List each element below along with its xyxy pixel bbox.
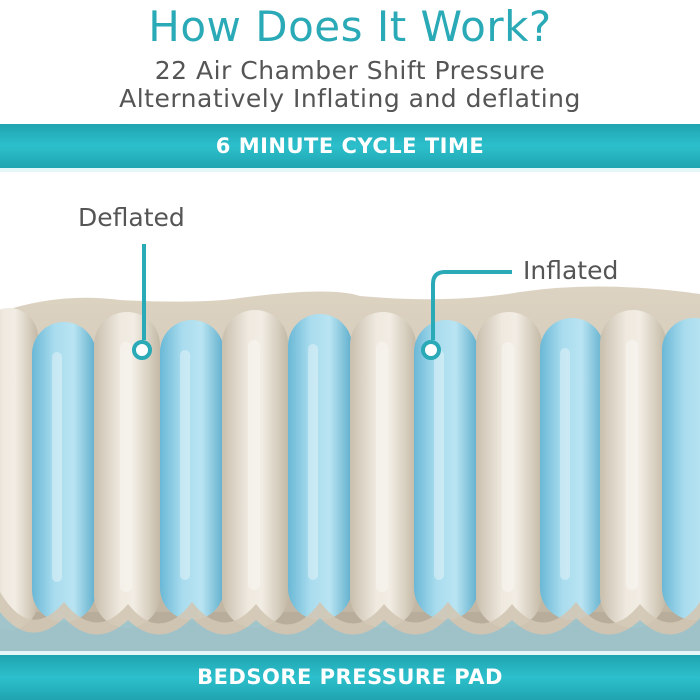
chamber-beige xyxy=(94,312,160,628)
subheadline-line-1: 22 Air Chamber Shift Pressure xyxy=(154,56,546,85)
product-name-banner: BEDSORE PRESSURE PAD xyxy=(0,651,700,700)
inflated-marker-icon xyxy=(421,340,441,360)
chamber-beige xyxy=(222,310,288,628)
chamber-blue xyxy=(288,314,352,620)
chamber-beige xyxy=(350,312,416,628)
chamber-blue xyxy=(414,320,478,620)
deflated-label: Deflated xyxy=(78,203,185,232)
chamber-beige xyxy=(476,312,542,628)
subheadline-line-2: Alternatively Inflating and deflating xyxy=(119,84,581,113)
inflated-leader-line xyxy=(431,270,512,340)
chamber-beige xyxy=(0,308,38,630)
inflated-label: Inflated xyxy=(523,256,619,285)
cycle-time-banner: 6 MINUTE CYCLE TIME xyxy=(0,124,700,172)
chamber-blue xyxy=(32,322,96,622)
chamber-beige xyxy=(600,310,666,628)
headline: How Does It Work? xyxy=(148,2,552,51)
air-mattress-illustration xyxy=(0,244,700,651)
deflated-marker-icon xyxy=(132,340,152,360)
chamber-blue xyxy=(662,318,700,620)
chamber-blue xyxy=(160,320,224,620)
chamber-blue xyxy=(540,318,604,620)
